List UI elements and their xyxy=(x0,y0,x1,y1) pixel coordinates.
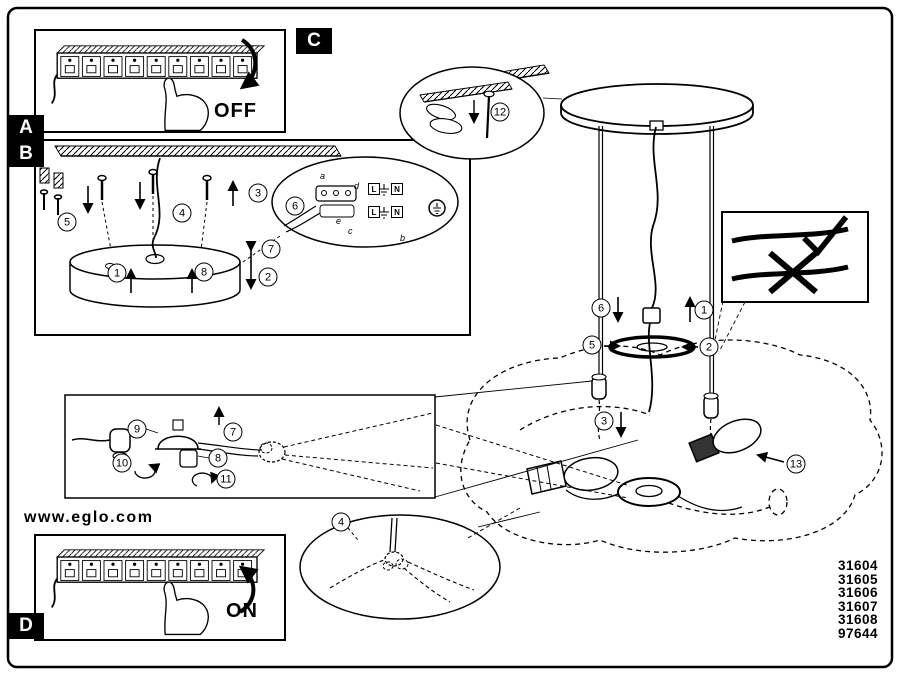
mounting-ring xyxy=(608,335,696,359)
wire-letter-b: b xyxy=(400,233,406,243)
section-label-c: C xyxy=(296,28,332,54)
power-on-panel xyxy=(34,534,286,641)
callout-m3: 3 xyxy=(594,411,614,431)
strain-relief xyxy=(109,428,131,453)
bulb-left xyxy=(526,456,619,495)
check-icon xyxy=(802,215,849,257)
page-border xyxy=(6,6,894,669)
callout-i9: 9 xyxy=(127,419,147,439)
suspension-cables xyxy=(591,126,719,453)
callout-m1: 1 xyxy=(694,300,714,320)
knot-detail xyxy=(299,507,541,620)
callout-i7: 7 xyxy=(223,422,243,442)
model-number-list: 31604 31605 31606 31607 31608 97644 xyxy=(778,559,878,640)
callout-m5: 5 xyxy=(582,335,602,355)
terminal-label-l: L xyxy=(368,183,380,195)
wire-letter-a: a xyxy=(320,171,326,181)
model-number: 31607 xyxy=(837,598,878,614)
rotate-arrow-icon xyxy=(134,463,161,479)
off-label: OFF xyxy=(214,100,257,122)
callout-b5: 5 xyxy=(57,212,77,232)
model-number: 97644 xyxy=(837,625,878,641)
callout-i8: 8 xyxy=(208,448,228,468)
callout-i10: 10 xyxy=(112,453,132,473)
cord-lock xyxy=(179,449,198,468)
main-canopy xyxy=(560,83,754,135)
wiring-detail xyxy=(271,156,459,248)
callout-b4: 4 xyxy=(172,203,192,223)
callout-m4: 4 xyxy=(331,512,351,532)
model-number: 31605 xyxy=(837,571,878,587)
rotate-off-arrow-icon xyxy=(239,38,260,90)
callout-m2: 2 xyxy=(699,337,719,357)
cable-knot xyxy=(258,441,286,463)
callout-b2: 2 xyxy=(258,267,278,287)
on-label: ON xyxy=(226,600,258,622)
wire-letter-e: e xyxy=(336,216,342,226)
callout-m13: 13 xyxy=(786,454,806,474)
model-number: 31606 xyxy=(837,585,878,600)
ground-symbol-icon xyxy=(379,184,389,219)
fixture-hub xyxy=(565,477,743,512)
callout-b8: 8 xyxy=(194,262,214,282)
wire-letter-c: c xyxy=(348,226,353,236)
callout-b1: 1 xyxy=(107,263,127,283)
fixture-frame xyxy=(460,339,883,553)
cross-icon xyxy=(768,250,818,295)
callout-b6: 6 xyxy=(285,196,305,216)
cable-check-box xyxy=(713,211,869,353)
model-number: 31604 xyxy=(837,558,878,573)
panel-b-mounting xyxy=(34,139,471,336)
inset-detail xyxy=(64,394,436,499)
terminal-label-n: N xyxy=(391,206,403,218)
rotate-arrow-icon xyxy=(191,471,221,487)
finger-icon xyxy=(429,118,463,134)
callout-b3: 3 xyxy=(248,183,268,203)
callout-m12: 12 xyxy=(490,102,510,122)
section-label-d: D xyxy=(8,613,44,639)
rotate-on-arrow-icon xyxy=(238,565,259,614)
terminal-label-n: N xyxy=(391,183,403,195)
callout-i11: 11 xyxy=(216,469,236,489)
bulb-right xyxy=(688,418,762,463)
wire-letter-d: d xyxy=(354,181,360,191)
callout-b7: 7 xyxy=(261,239,281,259)
callout-m6: 6 xyxy=(591,298,611,318)
power-off-panel xyxy=(34,29,286,133)
website-text: www.eglo.com xyxy=(24,509,154,526)
section-label-b: B xyxy=(8,141,44,167)
terminal-label-l: L xyxy=(368,206,380,218)
section-label-a: A xyxy=(8,115,44,141)
model-number: 31608 xyxy=(837,612,878,627)
bell-cover xyxy=(157,435,199,450)
screw-detail xyxy=(399,66,563,160)
